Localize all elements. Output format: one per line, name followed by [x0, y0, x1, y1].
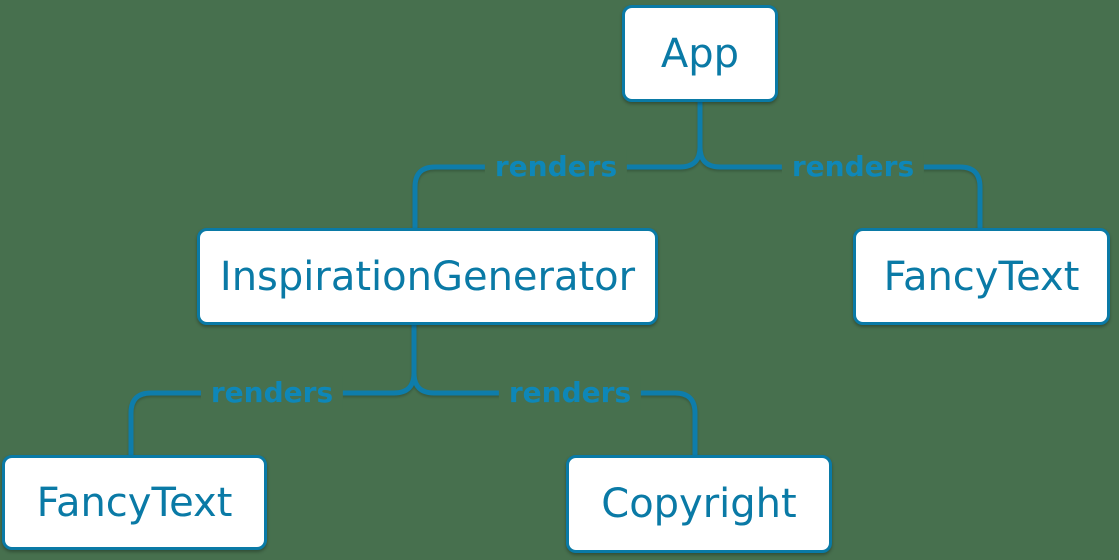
- edge-label-renders: renders: [484, 150, 628, 184]
- tree-node-app: App: [622, 5, 778, 102]
- tree-node-inspiration-generator: InspirationGenerator: [197, 228, 658, 325]
- tree-node-label: FancyText: [883, 253, 1080, 300]
- tree-node-label: Copyright: [601, 481, 797, 527]
- tree-node-label: InspirationGenerator: [219, 253, 636, 300]
- edge-label-renders: renders: [781, 150, 925, 184]
- tree-node-fancy-text-top: FancyText: [853, 228, 1110, 325]
- tree-node-label: FancyText: [36, 479, 233, 526]
- tree-node-copyright: Copyright: [566, 455, 832, 553]
- edge-label-renders: renders: [200, 376, 344, 410]
- edge-label-renders: renders: [498, 376, 642, 410]
- tree-node-label: App: [660, 30, 740, 77]
- tree-node-fancy-text-bottom: FancyText: [2, 455, 267, 550]
